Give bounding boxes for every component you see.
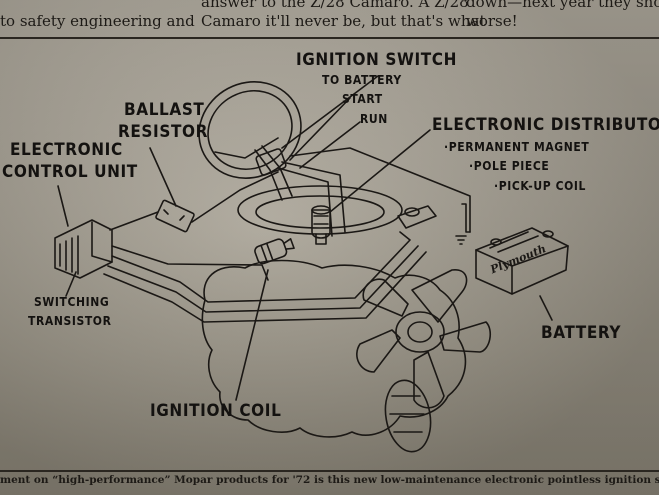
leader-distributor <box>329 129 431 213</box>
ground-symbol <box>455 235 467 245</box>
text-line: worse! <box>466 12 518 30</box>
wire-ecu-loop-lower <box>107 245 419 313</box>
text-line: to safety engineering and <box>0 12 195 30</box>
label-resistor: RESISTOR <box>118 122 208 142</box>
ecu-body <box>54 219 113 279</box>
distributor-icon <box>311 205 331 245</box>
label-run: RUN <box>360 112 388 126</box>
leader-switching-transistor <box>65 271 77 297</box>
label-pick-up-coil: ·PICK-UP COIL <box>494 179 586 193</box>
bottom-divider <box>0 470 659 472</box>
label-pole-piece: ·POLE PIECE <box>469 159 550 173</box>
steering-spoke <box>214 137 279 159</box>
label-electronic-distributor: ELECTRONIC DISTRIBUTOR <box>432 115 659 135</box>
leader-battery <box>539 295 553 321</box>
label-electronic: ELECTRONIC <box>10 140 123 160</box>
label-switching: SWITCHING <box>34 295 110 309</box>
wire-ballast-to-ecu <box>109 211 159 231</box>
leader-ecu <box>57 185 69 227</box>
steering-wheel-inner-ring <box>207 90 293 170</box>
ballast-resistor-body <box>155 199 195 233</box>
engine-block-outline <box>201 259 467 438</box>
label-ignition-coil: IGNITION COIL <box>150 401 282 421</box>
wire-ecu-loop-upper <box>111 231 411 303</box>
ballast-resistor-terminals <box>163 209 185 221</box>
ecu-connector <box>91 221 113 263</box>
leader-run <box>299 121 361 169</box>
text-line: answer to the Z/28 Camaro. A Z/28 <box>201 0 469 11</box>
text-line: Camaro it'll never be, but that's what <box>201 12 486 30</box>
label-permanent-magnet: ·PERMANENT MAGNET <box>444 140 590 154</box>
label-to-battery: TO BATTERY <box>322 73 402 87</box>
article-text-column-3: down—next year they should worse! <box>466 0 659 31</box>
label-transistor: TRANSISTOR <box>28 314 112 328</box>
air-cleaner <box>237 185 403 235</box>
text-line: down—next year they should <box>466 0 659 11</box>
leader-ballast <box>149 147 177 207</box>
wire-to-battery <box>289 147 471 233</box>
article-text-column-2: answer to the Z/28 Camaro. A Z/28 Camaro… <box>201 0 486 31</box>
label-ignition-switch: IGNITION SWITCH <box>296 50 457 70</box>
air-cleaner-inner <box>255 195 385 229</box>
leader-ignition-coil <box>235 269 269 401</box>
article-text-column-1: to safety engineering and <box>0 0 195 31</box>
wire-ecu-to-coil <box>111 245 269 281</box>
fan-icon <box>356 269 492 453</box>
figure-caption: ment on “high-performance” Mopar product… <box>0 474 659 486</box>
ecu-fins <box>59 235 79 275</box>
ignition-switch-body <box>255 148 287 176</box>
label-control-unit: CONTROL UNIT <box>2 162 138 182</box>
label-start: START <box>342 92 383 106</box>
battery-icon <box>475 227 569 295</box>
top-divider <box>0 37 659 39</box>
leader-start <box>289 97 351 161</box>
label-ballast: BALLAST <box>124 100 205 120</box>
breather-cap <box>404 207 420 217</box>
ground-wire <box>461 203 471 233</box>
ignition-coil-icon <box>254 238 295 265</box>
wire-ecu-loop-outer <box>103 251 427 323</box>
wire-ballast-to-switch <box>191 171 279 223</box>
leader-ignition-switch <box>281 75 379 149</box>
label-battery: BATTERY <box>541 323 622 343</box>
